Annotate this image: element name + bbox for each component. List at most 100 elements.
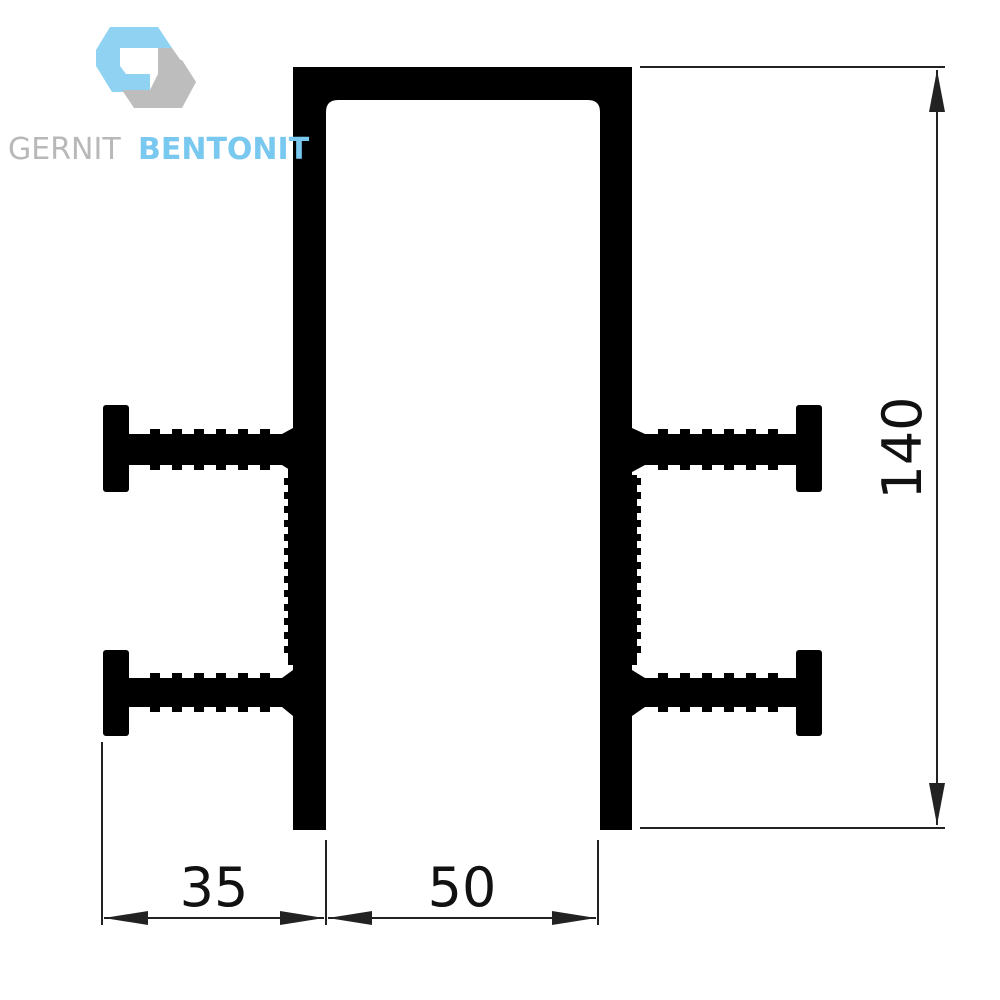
fin-rib [260,707,270,712]
wall-rib [636,590,641,597]
fin-rib [150,673,160,678]
wall-rib [284,492,289,499]
wall-rib [284,576,289,583]
wall-rib [636,562,641,569]
fin-rib [194,429,204,434]
fin-rib [746,673,756,678]
right-fin-lower [632,670,798,716]
wall-rib [636,604,641,611]
fin-rib [658,465,668,470]
wall-rib [636,576,641,583]
fin-rib [216,707,226,712]
fin-rib [172,429,182,434]
wall-rib [636,618,641,625]
wall-rib [284,478,289,485]
fin-rib [238,429,248,434]
fin-rib [702,673,712,678]
height-arrow-bottom [929,783,945,825]
fin-rib [172,673,182,678]
fin-rib [172,465,182,470]
channel-arrow-left [328,911,372,925]
flange-dimension-label: 35 [180,856,249,919]
dimension-lines [101,66,945,925]
left-fin-upper [128,428,293,472]
fin-ribs [150,429,778,712]
logo-word-gernit: GERNIT [8,132,121,167]
height-dimension-label: 140 [871,396,934,499]
fin-rib [658,673,668,678]
wall-rib [284,534,289,541]
logo-hex-blue-half [96,27,172,66]
flange-arrow-left [104,911,148,925]
right-rib-wall [627,475,637,665]
right-fin-lower-bulb [796,650,822,736]
left-rib-wall [288,465,298,665]
channel-dimension-label: 50 [428,856,497,919]
left-fin-upper-bulb [103,405,129,492]
fin-rib [702,707,712,712]
fin-rib [702,465,712,470]
fin-rib [172,707,182,712]
wall-rib [636,632,641,639]
right-fin-upper [632,428,798,472]
wall-rib [636,534,641,541]
fin-rib [746,465,756,470]
fin-rib [260,465,270,470]
fin-rib [260,673,270,678]
fin-rib [746,429,756,434]
wall-rib [636,478,641,485]
fin-rib [680,707,690,712]
fin-rib [768,429,778,434]
fin-rib [194,673,204,678]
fin-rib [216,673,226,678]
dimension-arrows [104,70,945,925]
fin-rib [724,707,734,712]
logo-hex-blue-lower [96,66,150,92]
fin-rib [680,673,690,678]
fin-rib [658,707,668,712]
wall-rib [284,604,289,611]
u-channel [293,67,632,830]
right-fin-upper-bulb [796,405,822,492]
fin-rib [724,429,734,434]
left-fin-lower-bulb [103,650,129,736]
logo-word-bentonit: BENTONIT [138,132,310,167]
wall-rib [636,492,641,499]
waterstop-profile [103,67,822,830]
wall-rib [636,506,641,513]
wall-rib [636,548,641,555]
fin-rib [724,673,734,678]
fin-rib [238,673,248,678]
fin-rib [150,707,160,712]
flange-arrow-right [280,911,324,925]
fin-rib [702,429,712,434]
fin-rib [150,429,160,434]
fin-rib [724,465,734,470]
wall-rib [284,632,289,639]
wall-rib [284,646,289,653]
wall-rib [284,618,289,625]
wall-rib [284,590,289,597]
logo-hex-grey-top [158,48,196,82]
wall-rib [284,548,289,555]
fin-rib [768,465,778,470]
fin-rib [216,429,226,434]
fin-rib [150,465,160,470]
fin-rib [194,707,204,712]
wall-rib [284,520,289,527]
fin-rib [658,429,668,434]
height-arrow-top [929,70,945,112]
fin-rib [680,465,690,470]
fin-rib [238,707,248,712]
fin-rib [238,465,248,470]
wall-rib [284,506,289,513]
fin-rib [746,707,756,712]
left-fin-lower [128,670,293,716]
fin-rib [194,465,204,470]
fin-rib [768,707,778,712]
fin-rib [260,429,270,434]
wall-rib [284,562,289,569]
fin-rib [216,465,226,470]
wall-rib [636,520,641,527]
